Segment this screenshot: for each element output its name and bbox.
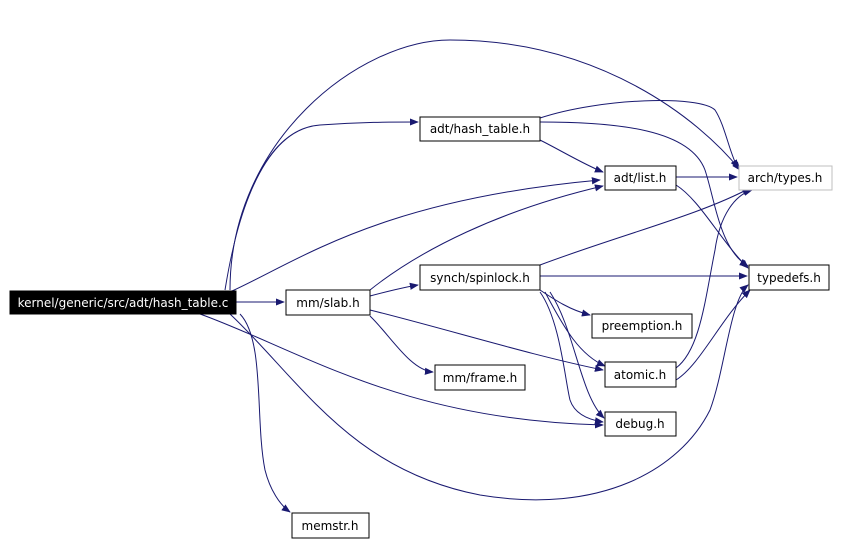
node-slab-h[interactable]: mm/slab.h: [285, 289, 371, 316]
node-slab-h-label: mm/slab.h: [296, 296, 359, 310]
edge-atomic-h-arch-types: [675, 188, 753, 369]
node-list-h[interactable]: adt/list.h: [604, 165, 677, 191]
edge-spinlock-h-atomic-h: [544, 291, 606, 367]
edge-root-debug-h: [199, 313, 604, 429]
edge-root-arch-types: [229, 39, 741, 291]
edge-hash-table-h-list-h: [539, 139, 604, 173]
node-list-h-label: adt/list.h: [614, 171, 667, 185]
edge-root-memstr-h: [239, 313, 291, 513]
node-memstr-h[interactable]: memstr.h: [291, 512, 370, 539]
node-hash-table-h-label: adt/hash_table.h: [430, 122, 530, 136]
node-debug-h[interactable]: debug.h: [604, 411, 677, 437]
edge-slab-h-list-h: [369, 184, 604, 291]
edge-spinlock-h-debug-h-b: [549, 291, 605, 419]
edge-spinlock-h-debug-h-a: [539, 291, 604, 425]
node-frame-h-label: mm/frame.h: [443, 371, 517, 385]
node-preemption-h-label: preemption.h: [602, 319, 683, 333]
node-memstr-h-label: memstr.h: [302, 519, 359, 533]
edges: [199, 39, 753, 513]
edge-hash-table-h-typedefs-h: [539, 121, 749, 267]
node-preemption-h[interactable]: preemption.h: [591, 313, 693, 339]
node-frame-h[interactable]: mm/frame.h: [434, 364, 526, 391]
node-typedefs-h[interactable]: typedefs.h: [748, 264, 830, 291]
edge-list-h-typedefs-h: [675, 184, 749, 269]
node-root-label: kernel/generic/src/adt/hash_table.c: [18, 296, 229, 310]
node-arch-types-h[interactable]: arch/types.h: [738, 165, 833, 191]
node-spinlock-h[interactable]: synch/spinlock.h: [419, 264, 541, 291]
edge-slab-h-spinlock-h: [369, 282, 419, 297]
edge-slab-h-atomic-h: [369, 309, 604, 372]
node-atomic-h-label: atomic.h: [614, 368, 666, 382]
node-debug-h-label: debug.h: [615, 417, 664, 431]
node-arch-types-h-label: arch/types.h: [748, 171, 823, 185]
edge-root-typedefs-h: [229, 284, 749, 501]
edge-atomic-h-typedefs-h: [675, 289, 751, 381]
edge-spinlock-h-preemption-h: [539, 289, 591, 317]
node-root[interactable]: kernel/generic/src/adt/hash_table.c: [9, 290, 237, 315]
edge-slab-h-frame-h: [369, 315, 434, 375]
node-hash-table-h[interactable]: adt/hash_table.h: [419, 116, 541, 142]
edge-hash-table-h-arch-types: [539, 100, 739, 169]
edge-root-hash-table-h: [224, 118, 419, 291]
node-spinlock-h-label: synch/spinlock.h: [430, 271, 530, 285]
edge-root-list-h: [231, 177, 601, 292]
node-atomic-h[interactable]: atomic.h: [604, 361, 677, 388]
edge-spinlock-h-arch-types: [539, 187, 751, 266]
node-typedefs-h-label: typedefs.h: [757, 271, 821, 285]
